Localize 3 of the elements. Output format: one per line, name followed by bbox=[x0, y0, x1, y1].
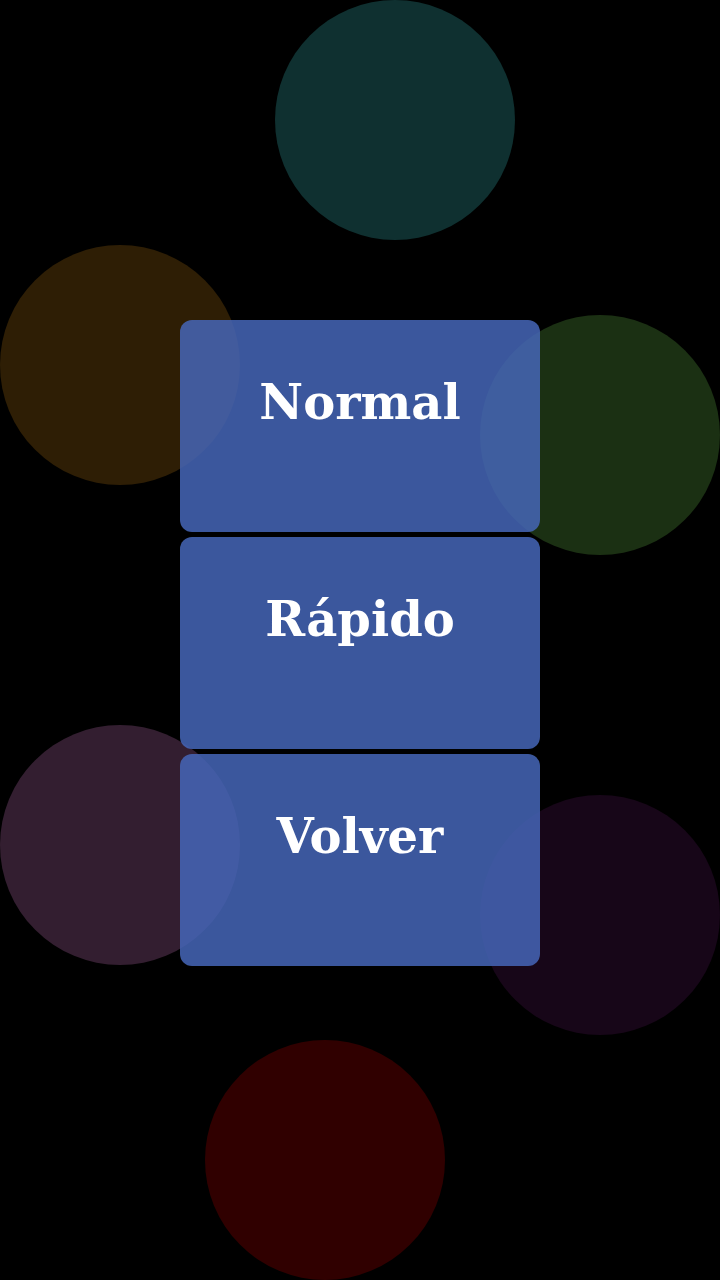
menu-button: Rápido bbox=[180, 537, 540, 749]
menu-button: Normal bbox=[180, 320, 540, 532]
menu-button: Volver bbox=[180, 754, 540, 966]
